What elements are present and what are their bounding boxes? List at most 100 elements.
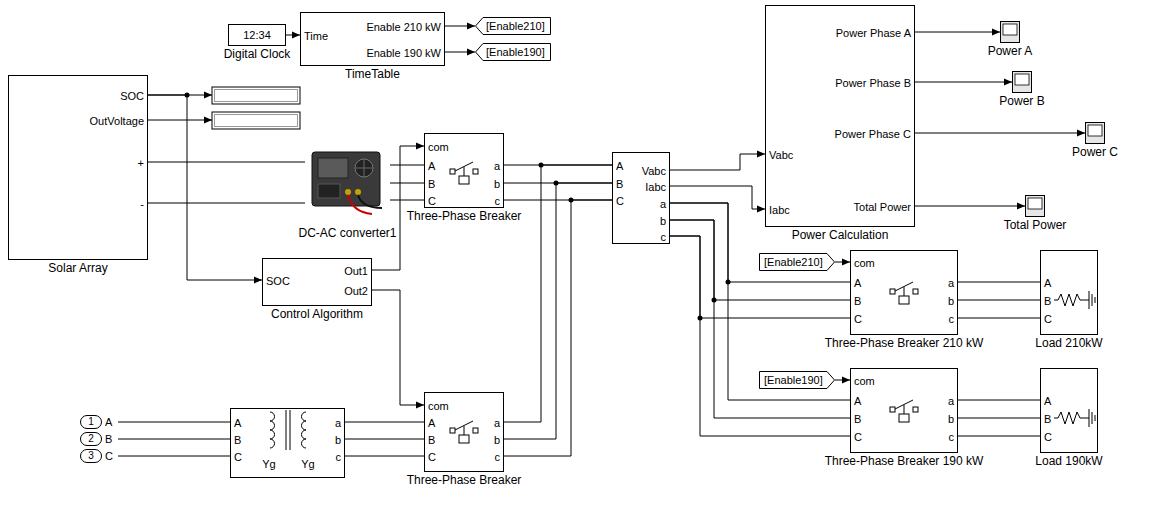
- port-label: a: [660, 197, 666, 211]
- power-line: [670, 236, 850, 436]
- port-label: SOC: [120, 89, 144, 103]
- scope-block: Total Power: [1025, 195, 1045, 217]
- power-line: [390, 165, 424, 166]
- port-label: b: [660, 214, 666, 228]
- port-label: c: [336, 450, 342, 464]
- subsystem-block: SOCOutVoltage+-Solar Array: [8, 75, 148, 260]
- signal-line: [445, 52, 475, 53]
- port-label: Enable 210 kW: [366, 20, 441, 34]
- load-block: ABCLoad 190kW: [1040, 368, 1098, 453]
- display-block: [212, 87, 300, 104]
- port-label: A: [854, 276, 861, 290]
- port-label: b: [948, 412, 954, 426]
- port-name: A: [105, 415, 112, 429]
- port-label: b: [494, 433, 500, 447]
- power-line: [148, 203, 305, 204]
- tag-outline: [476, 44, 551, 61]
- power-line: [118, 456, 230, 457]
- power-line: [345, 439, 424, 440]
- goto-tag: [Enable190]: [475, 43, 551, 61]
- port-label: a: [335, 416, 341, 430]
- breaker-block: comABCabcThree-Phase Breaker 190 kW: [850, 368, 958, 453]
- port-label: OutVoltage: [90, 114, 144, 128]
- port-label: Enable 190 kW: [366, 46, 441, 60]
- port-label: A: [428, 416, 435, 430]
- port-label: B: [854, 412, 861, 426]
- signal-line: [670, 154, 765, 170]
- port-label: C: [1044, 312, 1052, 326]
- port-label: c: [661, 230, 667, 244]
- signal-line: [915, 206, 1025, 207]
- tag-outline: [760, 254, 835, 271]
- breaker-symbol: [450, 421, 478, 443]
- port-label: C: [854, 312, 862, 326]
- power-line: [390, 183, 424, 184]
- load-block: ABCLoad 210kW: [1040, 250, 1098, 335]
- tag-outline: [760, 372, 835, 389]
- port-label: A: [1044, 276, 1051, 290]
- breaker-block: comABCabcThree-Phase Breaker 210 kW: [850, 250, 958, 335]
- port-label: b: [335, 433, 341, 447]
- signal-line: [835, 262, 850, 263]
- power-line: [958, 436, 1040, 437]
- port-label: SOC: [266, 274, 290, 288]
- inverter-picture: [312, 152, 382, 214]
- block-name: Total Power: [1004, 218, 1067, 232]
- block-name: Load 190kW: [1035, 454, 1102, 468]
- port-label: C: [616, 194, 624, 208]
- converter-block: DC-AC converter1: [305, 145, 390, 225]
- block-name: Digital Clock: [224, 47, 291, 61]
- power-line: [670, 236, 850, 318]
- block-name: Power B: [999, 94, 1044, 108]
- port-label: c: [949, 312, 955, 326]
- scope-block: Power B: [1012, 71, 1032, 93]
- block-name: Three-Phase Breaker: [407, 209, 522, 223]
- port-label: B: [234, 433, 241, 447]
- power-line: [958, 282, 1040, 283]
- power-line: [670, 203, 850, 282]
- port-label: B: [428, 177, 435, 191]
- port-label: Out1: [344, 264, 368, 278]
- display-block: [212, 112, 300, 129]
- subsystem-block: VabcIabcPower Phase APower Phase BPower …: [765, 5, 915, 227]
- port-label: C: [854, 430, 862, 444]
- power-line: [118, 422, 230, 423]
- block-name: Control Algorithm: [271, 307, 363, 321]
- port-label: Vabc: [769, 148, 793, 162]
- power-line: [345, 422, 424, 423]
- port-label: A: [428, 159, 435, 173]
- resistor-symbol: [1054, 409, 1095, 427]
- subsystem-block: SOCOut1Out2Control Algorithm: [262, 258, 372, 306]
- port-label: com: [428, 399, 449, 413]
- breaker-symbol: [450, 162, 478, 184]
- breaker-block: comABCabcThree-Phase Breaker: [424, 392, 504, 472]
- port-label: Total Power: [854, 200, 911, 214]
- port-label: b: [948, 294, 954, 308]
- port-label: C: [428, 450, 436, 464]
- port-label: -: [140, 197, 144, 211]
- power-line: [148, 162, 305, 163]
- block-name: TimeTable: [345, 67, 400, 81]
- signal-line: [372, 146, 424, 270]
- power-line: [958, 318, 1040, 319]
- block-name: Three-Phase Breaker 190 kW: [825, 454, 984, 468]
- block-text: 1: [88, 416, 94, 428]
- port-name: B: [105, 432, 112, 446]
- block-text: 12:34: [243, 28, 271, 42]
- port-label: com: [428, 140, 449, 154]
- signal-line: [372, 290, 424, 405]
- power-line: [504, 165, 612, 422]
- goto-tag: [Enable210]: [475, 17, 551, 35]
- signal-line: [915, 82, 1012, 83]
- port-label: B: [428, 433, 435, 447]
- from-tag: [Enable210]: [759, 253, 835, 271]
- port-label: a: [948, 276, 954, 290]
- breaker-symbol: [890, 282, 918, 304]
- inport-block: 2B: [80, 432, 102, 446]
- port-label: Out2: [344, 284, 368, 298]
- timetable-block: TimeEnable 210 kWEnable 190 kWTimeTable: [300, 12, 445, 66]
- block-name: Power C: [1072, 145, 1118, 159]
- port-label: C: [1044, 430, 1052, 444]
- signal-line: [915, 32, 1000, 33]
- port-label: a: [494, 159, 500, 173]
